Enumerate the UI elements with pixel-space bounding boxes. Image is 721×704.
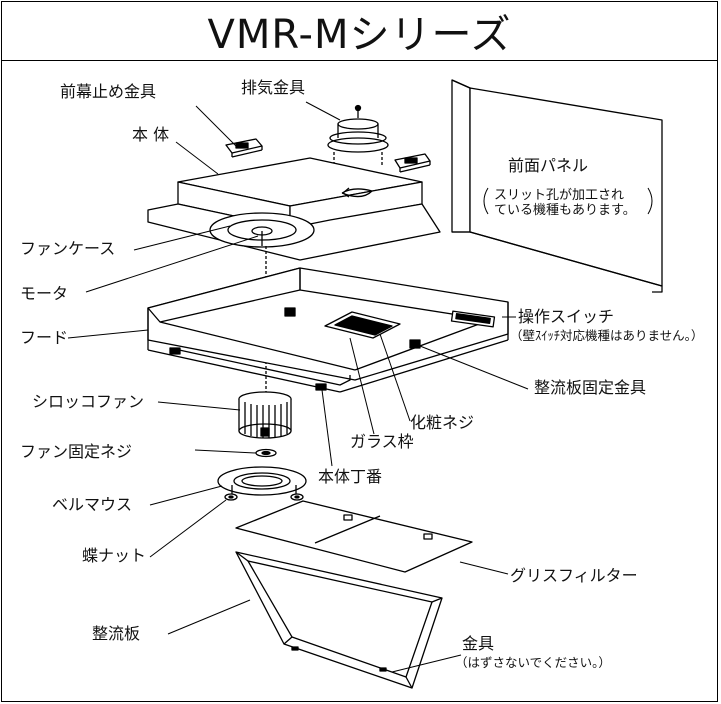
label-fan-case: ファンケース xyxy=(20,239,116,258)
label-hood: フード xyxy=(20,328,69,347)
sirocco-fan-part xyxy=(238,391,292,439)
main-body-part xyxy=(147,157,441,261)
bell-mouth-part xyxy=(217,466,307,496)
front-panel-part xyxy=(451,79,663,293)
label-grease-filter: グリスフィルター xyxy=(510,566,638,585)
label-exhaust-fitting: 排気金具 xyxy=(241,78,306,97)
fan-case-part xyxy=(209,212,315,248)
label-switch-note: （壁ｽｲｯﾁ対応機種はありません。） xyxy=(510,328,704,343)
label-switch: 操作スイッチ xyxy=(518,307,615,326)
leader-lines xyxy=(67,101,653,673)
baffle-plate-part xyxy=(235,551,443,689)
label-wing-nut: 蝶ナット xyxy=(82,546,147,565)
front-panel-note: スリット孔が加工され ている機種もあります。 xyxy=(494,188,636,218)
front-panel-note-line1: スリット孔が加工され xyxy=(494,188,625,203)
fan-screw-part xyxy=(255,448,277,458)
label-motor: モータ xyxy=(20,284,69,303)
label-glass-frame: ガラス枠 xyxy=(350,432,414,451)
label-bell-mouth: ベルマウス xyxy=(52,495,133,514)
title-bar: VMR-Mシリーズ xyxy=(1,1,718,61)
label-front-stopper: 前幕止め金具 xyxy=(60,82,157,101)
label-metal-fitting: 金具 xyxy=(462,634,495,653)
label-metal-fitting-note: （はずさないでください。） xyxy=(455,655,611,670)
label-baffle-fixing: 整流板固定金具 xyxy=(534,378,647,397)
hood-part xyxy=(147,267,509,393)
label-body-hinge: 本体丁番 xyxy=(318,467,383,486)
label-sirocco-fan: シロッコファン xyxy=(32,392,145,411)
label-main-body: 本 体 xyxy=(132,125,170,144)
label-front-panel: 前面パネル xyxy=(508,156,589,175)
front-panel-note-line2: ている機種もあります。 xyxy=(494,203,636,218)
label-baffle-plate: 整流板 xyxy=(92,624,141,643)
label-fan-screw: ファン固定ネジ xyxy=(20,442,133,461)
grease-filter-part xyxy=(235,500,473,573)
label-decor-screw: 化粧ネジ xyxy=(410,413,475,432)
side-bracket-part xyxy=(394,153,431,173)
diagram-title: VMR-Mシリーズ xyxy=(207,11,512,58)
wing-nuts-part xyxy=(224,493,304,501)
exhaust-fitting-part xyxy=(327,104,389,165)
